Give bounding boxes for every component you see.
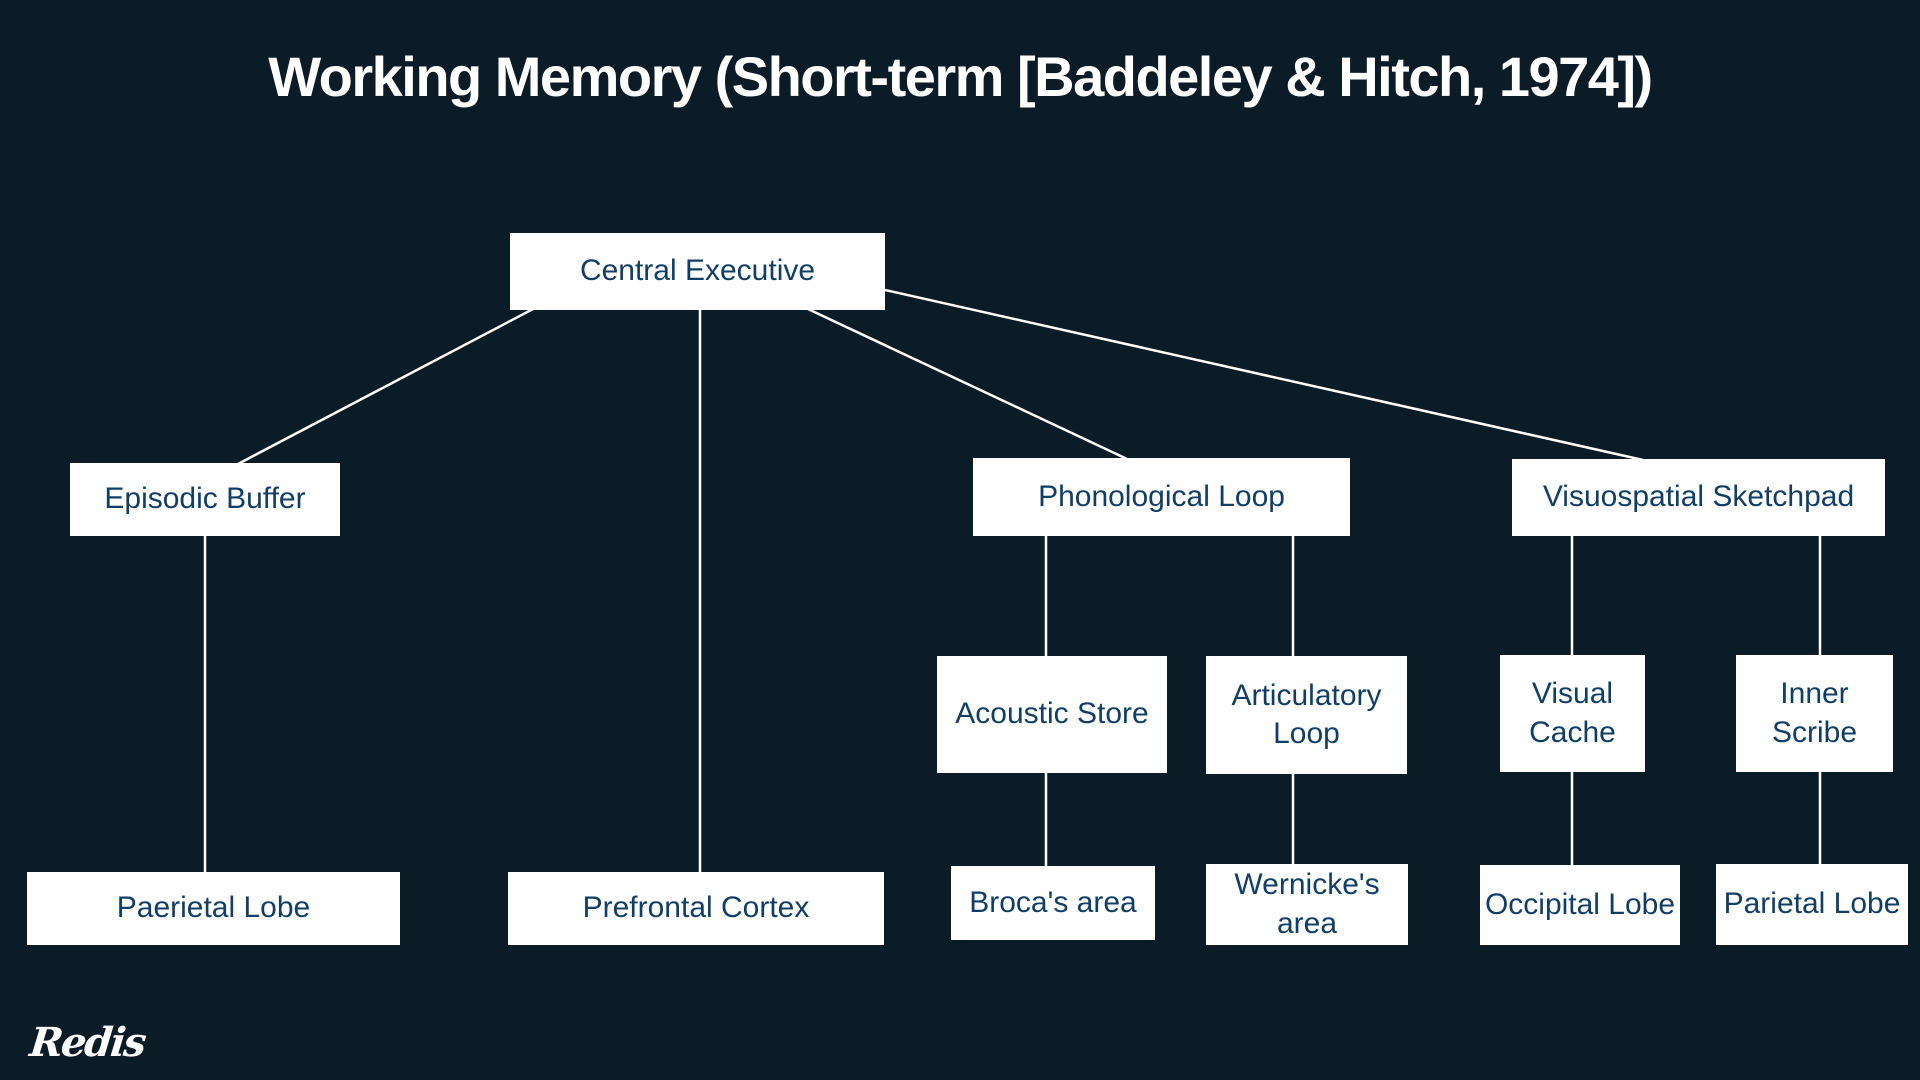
node-label: Wernicke's area xyxy=(1234,868,1380,940)
node-label: Prefrontal Cortex xyxy=(582,891,810,925)
node-label: Acoustic Store xyxy=(955,697,1149,731)
node-episodic-buffer: Episodic Buffer xyxy=(70,463,340,536)
node-label: Inner Scribe xyxy=(1771,677,1858,749)
node-inner-scribe: Inner Scribe xyxy=(1736,655,1893,772)
node-prefrontal-cortex: Prefrontal Cortex xyxy=(508,872,884,945)
node-central-executive: Central Executive xyxy=(510,233,885,310)
node-occipital-lobe: Occipital Lobe xyxy=(1480,865,1680,945)
node-label: Broca's area xyxy=(969,885,1137,919)
node-brocas-area: Broca's area xyxy=(951,866,1155,940)
node-acoustic-store: Acoustic Store xyxy=(937,656,1167,773)
node-label: Articulatory Loop xyxy=(1231,678,1382,750)
connector-central_executive-to-episodic_buffer xyxy=(237,307,534,466)
node-label: Central Executive xyxy=(579,254,816,288)
node-paerietal-lobe: Paerietal Lobe xyxy=(27,872,400,945)
node-label: Occipital Lobe xyxy=(1484,887,1676,921)
node-parietal-lobe: Parietal Lobe xyxy=(1716,864,1908,945)
diagram-title: Working Memory (Short-term [Baddeley & H… xyxy=(268,45,1653,108)
redis-logo: Redis xyxy=(27,1019,147,1066)
connector-central_executive-to-visuospatial_sketchpad xyxy=(884,288,1644,462)
node-label: Parietal Lobe xyxy=(1723,887,1901,921)
node-visual-cache: Visual Cache xyxy=(1500,655,1645,772)
node-visuospatial-sketchpad: Visuospatial Sketchpad xyxy=(1512,459,1885,536)
node-label: Episodic Buffer xyxy=(104,482,306,516)
node-label: Visuospatial Sketchpad xyxy=(1542,480,1855,514)
node-label: Visual Cache xyxy=(1529,677,1616,749)
node-articulatory-loop: Articulatory Loop xyxy=(1206,656,1407,774)
node-phonological-loop: Phonological Loop xyxy=(973,458,1350,536)
node-label: Phonological Loop xyxy=(1038,479,1285,513)
node-label: Paerietal Lobe xyxy=(116,891,311,925)
node-wernickes-area: Wernicke's area xyxy=(1206,864,1408,945)
connector-central_executive-to-phonological_loop xyxy=(807,307,1128,461)
